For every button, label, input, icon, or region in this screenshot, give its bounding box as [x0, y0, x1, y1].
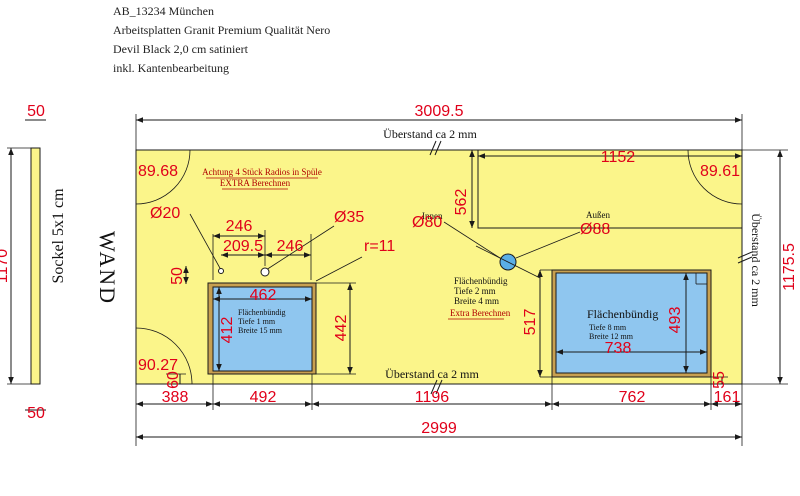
corner-radius-tr: 89.61	[700, 163, 740, 180]
tap-209-label: 209.5	[223, 238, 263, 255]
notch-outline	[477, 150, 742, 229]
sink-2-width-label: 738	[605, 340, 632, 357]
sink-2-note-1: Flächenbündig	[587, 307, 658, 321]
hole-20-label: Ø20	[150, 205, 180, 222]
overhang-bottom-note: Überstand ca 2 mm	[385, 367, 479, 381]
sink-1-width-label: 462	[250, 287, 277, 304]
hole-80-label: Ø80	[412, 214, 442, 231]
sink-1-cutout-depth-label: 442	[333, 315, 350, 342]
overhang-top-note: Überstand ca 2 mm	[383, 127, 477, 141]
total-bottom-label: 2999	[421, 420, 457, 437]
sink-2-outer-depth-label: 517	[522, 309, 539, 336]
seg-161-label: 161	[714, 389, 741, 406]
tap-hole-small	[218, 268, 224, 274]
radios-note-2: EXTRA Berechnen	[220, 178, 291, 188]
offset-50-label: 50	[169, 267, 186, 285]
hole-35-label: Ø35	[334, 209, 364, 226]
corner-radius-tl: 89.68	[138, 163, 178, 180]
tap-246-b-label: 246	[277, 238, 304, 255]
seg-492-label: 492	[250, 389, 277, 406]
sink-1-depth-label: 412	[219, 317, 236, 344]
radius-r11-label: r=11	[364, 238, 395, 255]
outer-note: Außen	[586, 210, 610, 220]
total-top-label: 3009.5	[415, 103, 464, 120]
notch-width-label: 1152	[601, 149, 636, 166]
sink-1-note-3: Breite 15 mm	[238, 326, 283, 335]
sink-2-note-2: Tiefe 8 mm	[589, 323, 627, 332]
header-line-2: Arbeitsplatten Granit Premium Qualität N…	[113, 23, 331, 37]
seg-762-label: 762	[619, 389, 646, 406]
hole-88-label: Ø88	[580, 221, 610, 238]
sink-2-basin	[555, 272, 708, 374]
header-line-1: AB_13234 München	[113, 4, 214, 18]
mid-note-2: Tiefe 2 mm	[454, 286, 496, 296]
mid-note-1: Flächenbündig	[454, 276, 508, 286]
tap-hole-large	[260, 267, 270, 277]
plinth-bottom-label: 50	[27, 405, 45, 422]
sink-1-note-1: Flächenbündig	[238, 308, 286, 317]
mid-note-4: Extra Berechnen	[450, 308, 511, 318]
seg-1196-label: 1196	[415, 389, 450, 406]
height-right-label: 1175.5	[781, 243, 798, 291]
header-line-3: Devil Black 2,0 cm satiniert	[113, 42, 248, 56]
plinth-strip	[30, 147, 41, 385]
overhang-right-note: Überstand ca 2 mm	[749, 213, 763, 307]
plinth-top-label: 50	[27, 103, 45, 120]
inner-note: Innen	[422, 211, 443, 221]
wall-label: WAND	[95, 231, 120, 305]
notch-depth-label: 562	[453, 189, 470, 216]
sink-1-note-2: Tiefe 1 mm	[238, 317, 276, 326]
bottom-60-label: 60	[165, 371, 182, 389]
header-line-4: inkl. Kantenbearbeitung	[113, 61, 229, 75]
seg-388-label: 388	[162, 389, 189, 406]
right-55-label: 55	[711, 371, 728, 389]
plinth-height-label: 1170	[0, 249, 11, 284]
sink-2-depth-label: 493	[667, 307, 684, 334]
radios-note-1: Achtung 4 Stück Radios in Spüle	[202, 167, 322, 177]
plinth-label: Sockel 5x1 cm	[50, 188, 67, 284]
sink-2-note-3: Breite 12 mm	[589, 332, 634, 341]
tap-246-a-label: 246	[226, 218, 253, 235]
corner-radius-bl: 90.27	[138, 357, 178, 374]
mid-note-3: Breite 4 mm	[454, 296, 499, 306]
